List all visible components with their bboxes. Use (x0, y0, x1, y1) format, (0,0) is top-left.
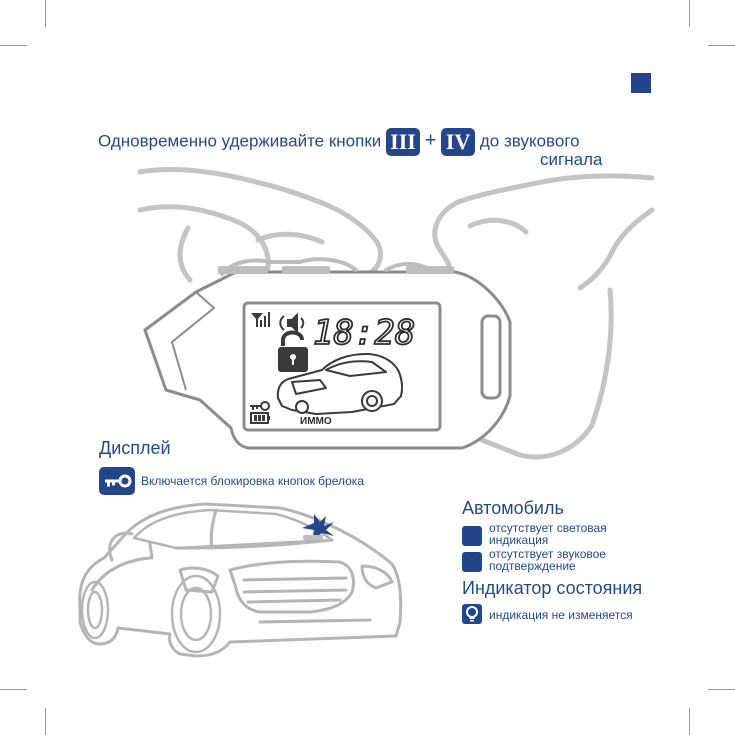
crop-mark (689, 708, 690, 735)
crop-mark (0, 45, 27, 46)
lcd-key-icon (250, 401, 270, 411)
car-item-1-line2: индикация (489, 533, 549, 547)
instruction-text-end: до звукового (479, 131, 580, 151)
crop-mark (689, 0, 690, 27)
flash-icon (302, 514, 334, 540)
crop-mark (45, 0, 46, 27)
lightbulb-icon (462, 604, 482, 624)
car-wheels (80, 574, 222, 654)
indicator-text: индикация не изменяется (489, 608, 633, 622)
instruction-line: Одновременно удерживайте кнопки III + IV… (98, 128, 580, 156)
indicator-section-title: Индикатор состояния (462, 578, 643, 598)
button-iv-badge: IV (441, 128, 476, 156)
instruction-line2: сигнала (540, 150, 603, 169)
battery-icon (250, 412, 270, 424)
padlock-open-icon (278, 330, 308, 372)
car-item-1: отсутствует световая индикация (489, 522, 607, 546)
crop-mark (45, 708, 46, 735)
speaker-icon (279, 312, 305, 334)
display-section-title: Дисплей (99, 438, 171, 458)
sound-indicator-box (462, 552, 482, 572)
right-hand (432, 173, 655, 460)
button-iii-badge: III (386, 128, 420, 156)
car-item-2: отсутствует звуковое подтверждение (489, 548, 606, 572)
lcd-time: 18:28 (313, 313, 415, 353)
section-marker (631, 73, 651, 93)
car-item-1-line1: отсутствует световая (489, 521, 607, 535)
hand-fingertips (220, 257, 432, 276)
car-item-2-line1: отсутствует звуковое (489, 547, 606, 561)
signal-icon (251, 312, 270, 327)
crop-mark (708, 689, 735, 690)
lcd-immo-label: ИММО (300, 416, 332, 427)
light-indicator-box (462, 526, 482, 546)
car-illustration (78, 502, 403, 658)
left-hand (137, 167, 383, 283)
key-lock-text: Включается блокировка кнопок брелока (141, 474, 364, 488)
instruction-text: Одновременно удерживайте кнопки (98, 131, 382, 151)
crop-mark (0, 689, 27, 690)
car-section-title: Автомобиль (462, 498, 564, 518)
crop-mark (708, 45, 735, 46)
car-item-2-line2: подтверждение (489, 559, 576, 573)
key-icon (99, 467, 135, 495)
lcd-car-image (276, 353, 403, 415)
plus-sign: + (424, 129, 437, 152)
